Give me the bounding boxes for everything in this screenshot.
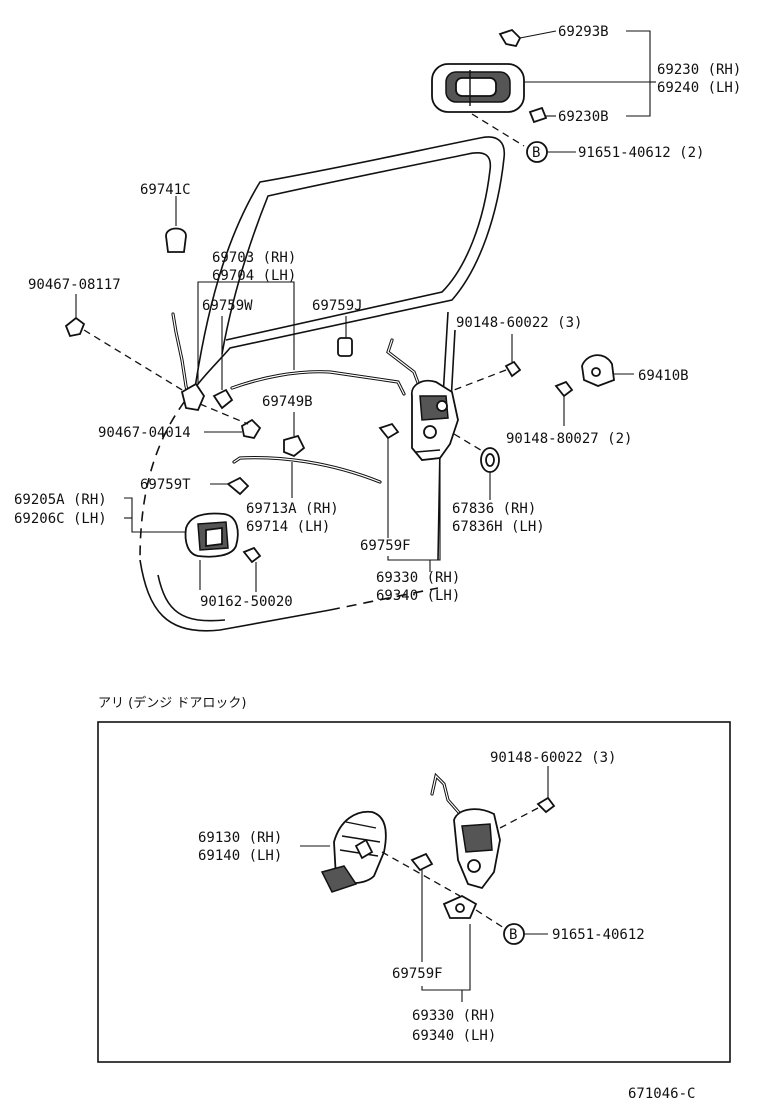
label-67836H: 67836H (LH) xyxy=(452,519,545,535)
clip-69759J-icon xyxy=(337,337,353,357)
label-90148-60022-top: 90148-60022 (3) xyxy=(456,315,582,331)
label-69130: 69130 (RH) xyxy=(198,830,282,846)
left-parts xyxy=(64,196,406,592)
outside-handle-69230-icon xyxy=(431,63,525,113)
label-69230B: 69230B xyxy=(558,109,609,125)
label-69741C: 69741C xyxy=(140,182,191,198)
label-69293B: 69293B xyxy=(558,24,609,40)
bolt-69230B-icon xyxy=(528,106,548,124)
label-69140: 69140 (LH) xyxy=(198,848,282,864)
clip-69759W-icon xyxy=(212,388,234,410)
clip-90467-08117-icon xyxy=(64,316,86,338)
label-69205A: 69205A (RH) xyxy=(14,492,107,508)
clip-69759F-inset-icon xyxy=(410,852,434,872)
label-69240: 69240 (LH) xyxy=(657,80,741,96)
bolt-marker-letter-inset: B xyxy=(509,927,517,943)
label-69206C: 69206C (LH) xyxy=(14,511,107,527)
label-69330-inset: 69330 (RH) xyxy=(412,1008,496,1024)
label-69230: 69230 (RH) xyxy=(657,62,741,78)
top-labels: 69293B 69230 (RH) 69240 (LH) 69230B B 91… xyxy=(14,24,741,610)
door-outline xyxy=(139,136,506,632)
label-69340-inset: 69340 (LH) xyxy=(412,1028,496,1044)
label-90148-60022-inset: 90148-60022 (3) xyxy=(490,750,616,766)
label-69340-top: 69340 (LH) xyxy=(376,588,460,604)
inside-handle-69205A-icon xyxy=(184,512,239,558)
label-69759F-top: 69759F xyxy=(360,538,411,554)
right-lock-assembly xyxy=(378,334,634,572)
label-69703: 69703 (RH) xyxy=(212,250,296,266)
label-69759T: 69759T xyxy=(140,477,191,493)
inset-frame xyxy=(97,721,731,1063)
label-69330-top: 69330 (RH) xyxy=(376,570,460,586)
lock-knob-69741C-icon xyxy=(165,227,187,253)
door-lock-69330-icon xyxy=(411,379,459,461)
label-69759J: 69759J xyxy=(312,298,363,314)
label-91651-inset: 91651-40612 xyxy=(552,927,645,943)
grommet-67836-icon xyxy=(480,447,500,473)
label-90467-04014: 90467-04014 xyxy=(98,425,191,441)
screw-90162-50020-icon xyxy=(242,546,262,564)
clip-69759T-icon xyxy=(226,476,250,496)
screw-90148-60022-top-icon xyxy=(504,360,522,378)
label-90467-08117: 90467-08117 xyxy=(28,277,121,293)
clip-69749B-icon xyxy=(283,434,306,458)
clip-69293B-icon xyxy=(498,28,522,48)
inset-electric-door-lock: アリ (デンジ ドアロック) xyxy=(97,695,731,1063)
label-90148-80027: 90148-80027 (2) xyxy=(506,431,632,447)
clip-69759F-top-icon xyxy=(378,422,400,440)
label-90162-50020: 90162-50020 xyxy=(200,594,293,610)
label-69704: 69704 (LH) xyxy=(212,268,296,284)
label-69714: 69714 (LH) xyxy=(246,519,330,535)
lock-actuator-69130-icon xyxy=(320,810,387,893)
door-lock-69330-inset-icon xyxy=(442,808,501,919)
screw-90467-04014-icon xyxy=(240,418,262,440)
label-69713A: 69713A (RH) xyxy=(246,501,339,517)
label-91651-top: 91651-40612 (2) xyxy=(578,145,704,161)
label-69749B: 69749B xyxy=(262,394,313,410)
label-69759W: 69759W xyxy=(202,298,253,314)
striker-69410B-icon xyxy=(581,354,615,387)
lock-lever-bracket-icon xyxy=(180,382,206,412)
label-67836: 67836 (RH) xyxy=(452,501,536,517)
outside-handle-assembly xyxy=(431,28,656,163)
label-69759F-inset: 69759F xyxy=(392,966,443,982)
inset-caption: アリ (デンジ ドアロック) xyxy=(98,695,246,711)
label-69410B: 69410B xyxy=(638,368,689,384)
screw-90148-60022-inset-icon xyxy=(536,796,556,814)
screw-90148-80027-icon xyxy=(554,380,574,398)
diagram-number: 671046-C xyxy=(628,1086,695,1102)
bolt-marker-letter-top: B xyxy=(532,145,540,161)
